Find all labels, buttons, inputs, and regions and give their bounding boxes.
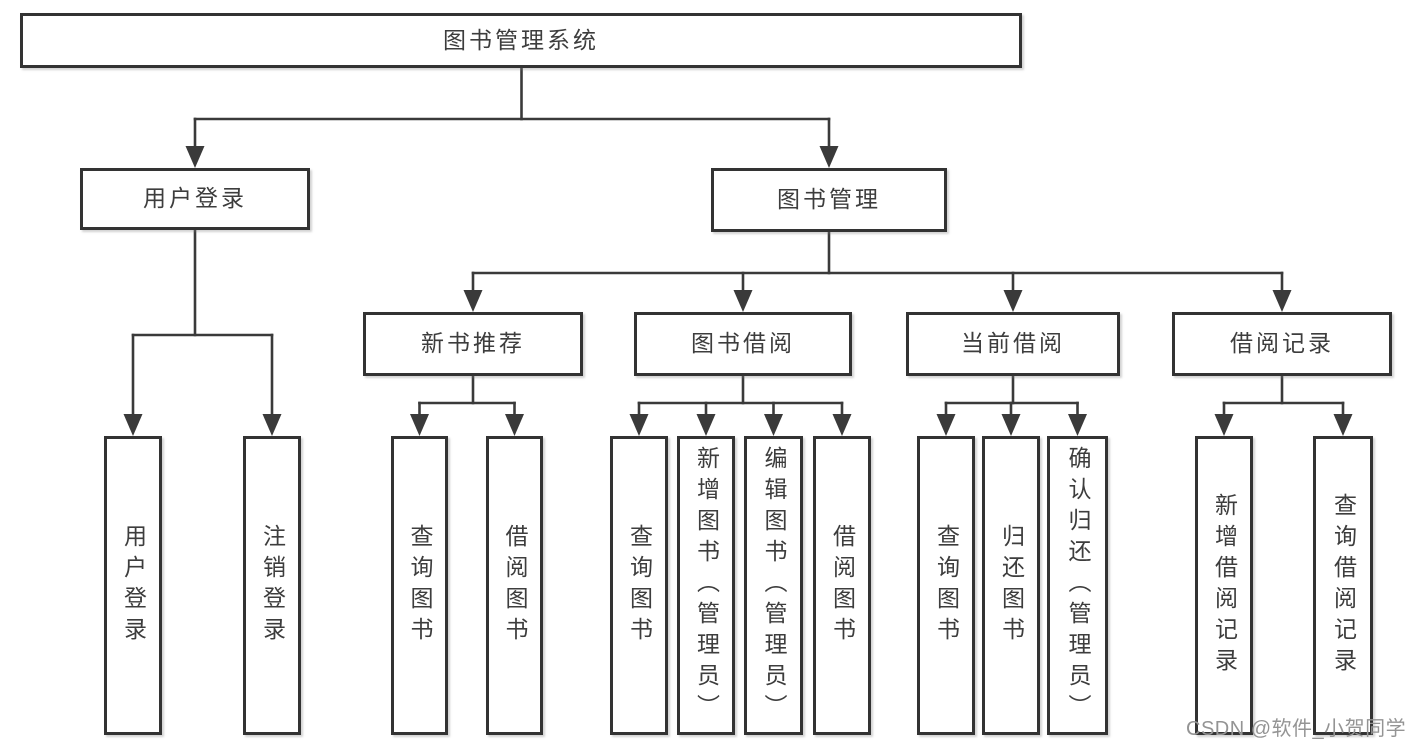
leaf-add-book-admin: 新增图书（管理员）	[677, 436, 735, 735]
node-current-borrowing: 当前借阅	[906, 312, 1120, 376]
node-label: 查询图书	[933, 523, 960, 648]
node-label: 注销登录	[259, 523, 286, 648]
leaf-query-borrow-record: 查询借阅记录	[1313, 436, 1373, 735]
node-book-management: 图书管理	[711, 168, 947, 232]
node-label: 图书借阅	[691, 330, 795, 357]
node-user-login: 用户登录	[80, 168, 310, 230]
node-library-management-system: 图书管理系统	[20, 13, 1022, 68]
node-label: 查询图书	[626, 523, 653, 648]
node-label: 图书管理系统	[443, 26, 599, 53]
node-borrowing-records: 借阅记录	[1172, 312, 1392, 376]
node-label: 新书推荐	[421, 330, 525, 357]
node-label: 当前借阅	[961, 330, 1065, 357]
csdn-watermark: CSDN @软件_小贺同学	[1186, 718, 1405, 740]
leaf-logout: 注销登录	[243, 436, 301, 735]
node-label: 新增图书（管理员）	[693, 446, 720, 725]
node-label: 确认归还（管理员）	[1065, 446, 1091, 725]
node-label: 借阅图书	[829, 523, 856, 648]
node-book-borrowing: 图书借阅	[634, 312, 852, 376]
node-label: 查询借阅记录	[1330, 492, 1357, 679]
leaf-query-books-borrow: 查询图书	[610, 436, 668, 735]
node-label: 用户登录	[143, 185, 247, 212]
leaf-query-books-current: 查询图书	[917, 436, 975, 735]
node-new-book-recommendation: 新书推荐	[363, 312, 583, 376]
node-label: 用户登录	[120, 523, 147, 648]
node-label: 编辑图书（管理员）	[761, 446, 787, 725]
leaf-borrow-books-recommend: 借阅图书	[486, 436, 543, 735]
node-label: 查询图书	[407, 523, 433, 648]
leaf-edit-book-admin: 编辑图书（管理员）	[744, 436, 803, 735]
node-label: 借阅记录	[1230, 330, 1334, 357]
leaf-query-books-recommend: 查询图书	[391, 436, 448, 735]
leaf-borrow-books: 借阅图书	[813, 436, 871, 735]
leaf-user-login: 用户登录	[104, 436, 162, 735]
node-label: 借阅图书	[502, 523, 528, 648]
leaf-return-book: 归还图书	[982, 436, 1040, 735]
leaf-confirm-return-admin: 确认归还（管理员）	[1047, 436, 1108, 735]
leaf-add-borrow-record: 新增借阅记录	[1195, 436, 1253, 735]
node-label: 新增借阅记录	[1211, 492, 1238, 679]
node-label: 图书管理	[777, 186, 881, 213]
node-label: 归还图书	[998, 523, 1025, 648]
